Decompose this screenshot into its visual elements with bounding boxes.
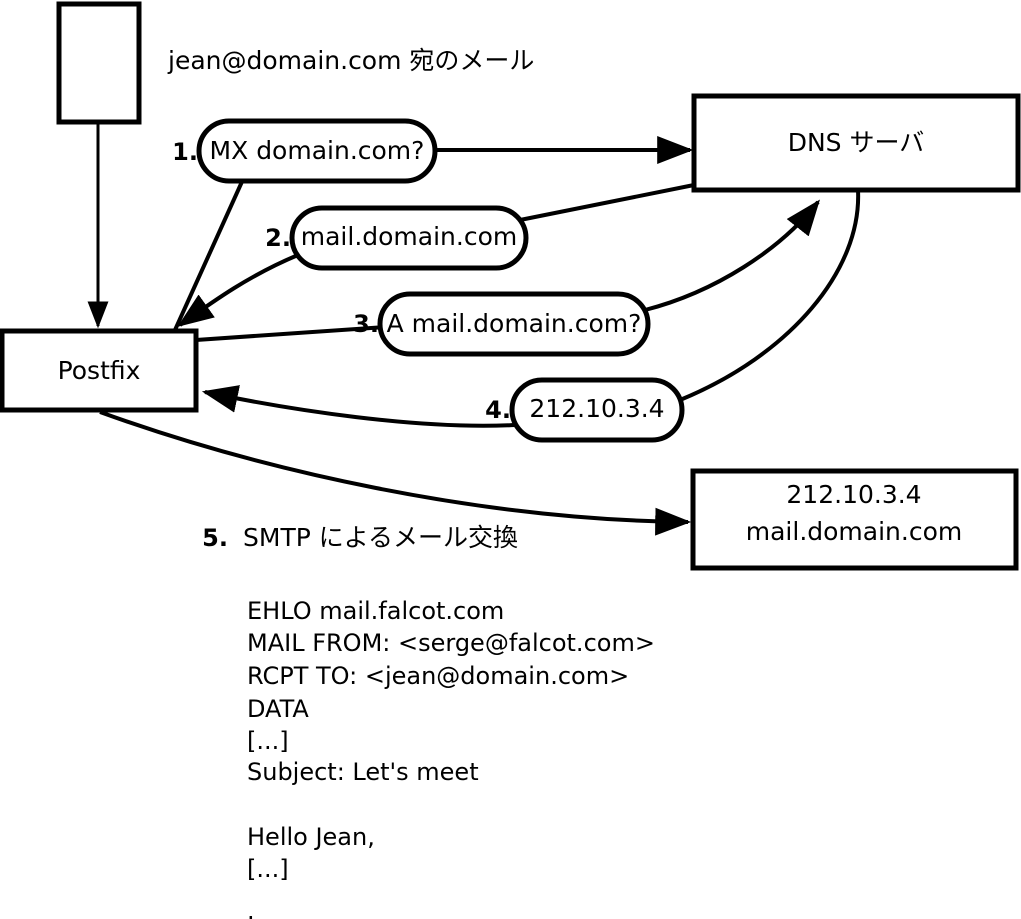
postfix-label: Postfix (58, 356, 141, 385)
edge-step4-right (679, 189, 861, 402)
edge-step4-left (201, 385, 516, 428)
step1-number: 1. (172, 138, 198, 166)
step1-bubble (196, 118, 438, 184)
edge-step3-left (195, 325, 386, 342)
smtp-line-1: MAIL FROM: <serge@falcot.com> (247, 629, 655, 657)
step2-number: 2. (265, 224, 291, 252)
remote-mail-server-ip: 212.10.3.4 (786, 480, 921, 509)
smtp-line-3: DATA (247, 695, 309, 723)
dns-server-label: DNS サーバ (788, 128, 925, 157)
remote-mail-server-host: mail.domain.com (746, 517, 962, 546)
step2-bubble-label: mail.domain.com (301, 222, 517, 251)
edge-step3-right (644, 199, 820, 312)
step3-bubble-label: A mail.domain.com? (387, 309, 642, 338)
smtp-line-7: Hello Jean, (247, 823, 375, 851)
smtp-line-9: . (247, 897, 255, 919)
step2-bubble (289, 205, 529, 271)
step5-label: SMTP によるメール交換 (243, 523, 518, 552)
step4-bubble-label: 212.10.3.4 (529, 394, 664, 423)
sender-mua-box (56, 1, 142, 125)
step5-number: 5. (202, 524, 228, 552)
edge-step1-left (173, 174, 247, 331)
edge-step2-left (177, 253, 299, 327)
step3-number: 3. (353, 310, 379, 338)
smtp-line-0: EHLO mail.falcot.com (247, 597, 504, 625)
incoming-mail-caption: jean@domain.com 宛のメール (167, 46, 534, 75)
step4-bubble (509, 377, 685, 443)
smtp-line-5: Subject: Let's meet (247, 758, 479, 786)
edge-step2-right (519, 183, 695, 222)
smtp-line-2: RCPT TO: <jean@domain.com> (247, 662, 629, 690)
remote-mail-server-box (690, 468, 1019, 571)
step4-number: 4. (485, 396, 511, 424)
smtp-line-4: [...] (247, 727, 289, 755)
dns-server-box (691, 93, 1021, 193)
postfix-box (0, 328, 199, 413)
smtp-line-8: [...] (247, 855, 289, 883)
edge-step5-smtp (99, 410, 692, 536)
step1-bubble-label: MX domain.com? (210, 136, 425, 165)
step3-bubble (377, 291, 651, 357)
